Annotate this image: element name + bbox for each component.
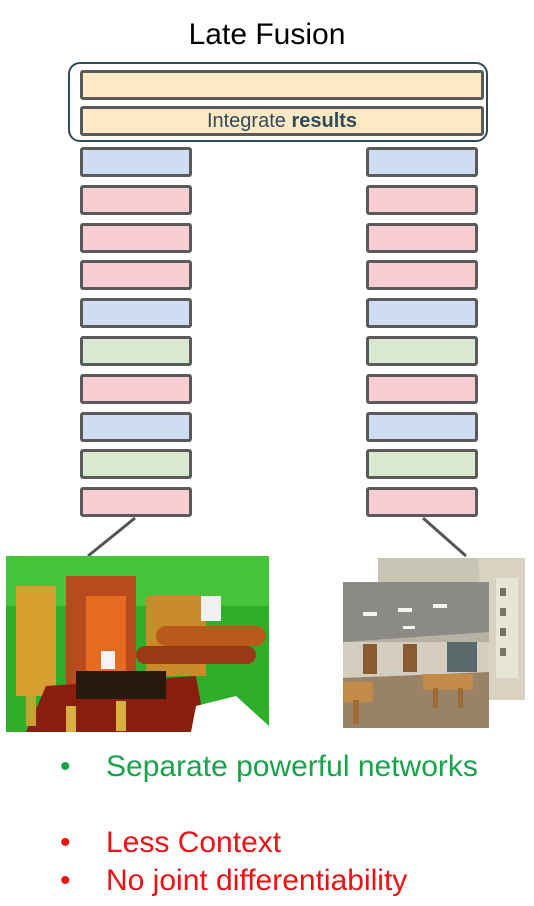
bullet-dot: • [60, 750, 71, 783]
left-layer-blue [80, 298, 192, 329]
left-layer-red [80, 184, 192, 215]
diagram-title: Late Fusion [188, 18, 346, 51]
point-cloud-image [6, 556, 269, 732]
right-layer-red [366, 373, 478, 404]
fusion-layer-top [80, 70, 484, 100]
right-layer-blue [366, 298, 478, 329]
bullet-dot: • [60, 826, 71, 859]
fusion-highlight-box [68, 62, 488, 142]
left-connector [87, 516, 136, 558]
right-layer-blue [366, 147, 478, 177]
right-layer-red [366, 222, 478, 253]
photo-front-image [343, 582, 489, 728]
left-layer-red [80, 487, 192, 518]
left-layer-green [80, 449, 192, 480]
fusion-layer-text: Integrate [206, 110, 292, 132]
left-layer-green [80, 336, 192, 366]
con-bullet-item: •No joint differentiability [60, 864, 408, 897]
left-layer-blue [80, 147, 192, 177]
left-layer-red [80, 222, 192, 253]
fusion-layer-text-bold: results [291, 110, 358, 132]
right-layer-green [366, 336, 478, 366]
right-layer-red [366, 487, 478, 518]
right-layer-red [366, 260, 478, 291]
right-layer-red [366, 184, 478, 215]
left-layer-red [80, 373, 192, 404]
left-layer-red [80, 260, 192, 291]
bullet-dot: • [60, 864, 71, 897]
right-connector [422, 516, 467, 558]
right-layer-green [366, 449, 478, 480]
fusion-layer-integrate: Integrate results [80, 106, 484, 136]
con-bullet-item: •Less Context [60, 826, 282, 859]
right-layer-blue [366, 411, 478, 442]
left-layer-blue [80, 411, 192, 442]
pro-bullet-item: •Separate powerful networks [60, 750, 478, 783]
